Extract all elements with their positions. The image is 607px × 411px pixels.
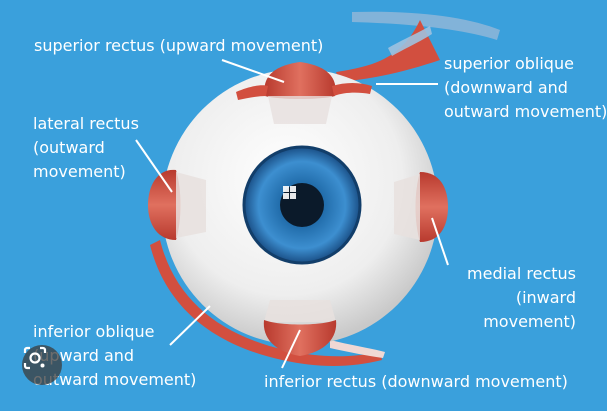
- inferior-oblique-muscle: [150, 240, 385, 366]
- pupil-highlight: [283, 186, 289, 192]
- label-line: movement): [33, 162, 126, 181]
- label-line: outward movement): [33, 370, 197, 389]
- superior-rectus-muscle: [236, 62, 372, 124]
- google-lens-icon[interactable]: [22, 345, 62, 385]
- label-line: (downward and: [444, 78, 568, 97]
- label-superior-oblique: superior oblique (downward and outward m…: [444, 52, 607, 124]
- label-line: medial rectus: [467, 264, 576, 283]
- iris-rim: [242, 145, 362, 265]
- lens-glyph: [23, 346, 47, 370]
- inferior-rectus-muscle: [263, 300, 337, 356]
- leader-lateral-rectus: [135, 139, 173, 193]
- label-line: movement): [483, 312, 576, 331]
- leader-inferior-rectus: [281, 329, 301, 369]
- superior-oblique-muscle: [336, 11, 500, 82]
- label-line: inferior rectus (downward movement): [264, 372, 568, 391]
- leader-lines: [135, 59, 449, 369]
- label-line: lateral rectus: [33, 114, 139, 133]
- label-line: outward movement): [444, 102, 607, 121]
- lateral-rectus-muscle: [148, 169, 206, 240]
- label-inferior-rectus: inferior rectus (downward movement): [264, 370, 568, 394]
- label-superior-rectus: superior rectus (upward movement): [34, 34, 323, 58]
- label-line: (outward: [33, 138, 105, 157]
- label-line: inferior oblique: [33, 322, 155, 341]
- leader-superior-rectus: [221, 59, 285, 83]
- leader-medial-rectus: [431, 217, 449, 266]
- label-inferior-oblique: inferior oblique (upward and outward mov…: [33, 320, 196, 392]
- medial-rectus-muscle: [394, 172, 448, 242]
- label-lateral-rectus: lateral rectus (outward movement): [33, 112, 139, 184]
- label-line: (inward: [515, 288, 576, 307]
- leader-inferior-oblique: [169, 305, 211, 346]
- label-medial-rectus: medial rectus (inward movement): [446, 262, 576, 334]
- label-line: superior oblique: [444, 54, 574, 73]
- label-line: superior rectus (upward movement): [34, 36, 324, 55]
